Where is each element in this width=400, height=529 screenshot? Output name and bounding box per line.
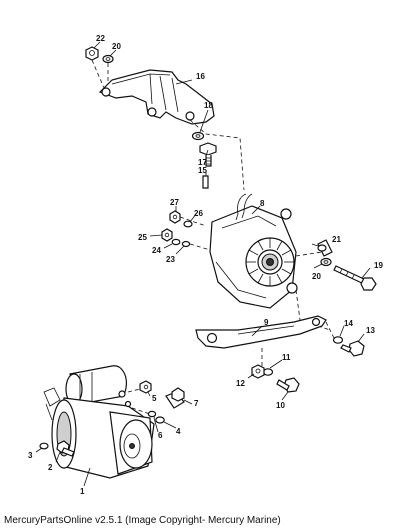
- washer-6[interactable]: [147, 410, 157, 418]
- callout-27: 27: [170, 198, 179, 207]
- mounting-bracket-16[interactable]: [98, 69, 215, 125]
- callout-8: 8: [260, 199, 265, 208]
- assembly-line-top: [91, 59, 245, 191]
- callout-17: 17: [198, 158, 207, 167]
- callout-4: 4: [176, 427, 181, 436]
- alternator-8[interactable]: [209, 193, 298, 309]
- callout-23: 23: [166, 255, 175, 264]
- washer-4[interactable]: [155, 416, 165, 424]
- washer-20-right[interactable]: [320, 257, 332, 267]
- bolt-13[interactable]: [340, 340, 365, 357]
- callout-14: 14: [344, 319, 353, 328]
- spacer-21[interactable]: [317, 239, 333, 257]
- callout-1: 1: [80, 487, 85, 496]
- callout-15: 15: [198, 166, 207, 175]
- alternator-fan-fins: [246, 238, 294, 286]
- washer-23[interactable]: [181, 240, 191, 248]
- washer-26[interactable]: [183, 220, 193, 228]
- bolt-19[interactable]: [333, 265, 377, 291]
- callout-20: 20: [112, 42, 121, 51]
- callout-25: 25: [138, 233, 147, 242]
- callout-18: 18: [204, 101, 213, 110]
- washer-24[interactable]: [171, 238, 181, 246]
- washer-20-top[interactable]: [102, 54, 114, 64]
- callout-21: 21: [332, 235, 341, 244]
- callout-5: 5: [152, 394, 157, 403]
- callout-22: 22: [96, 34, 105, 43]
- assembly-line-starter: [127, 387, 159, 421]
- hex-nut-22[interactable]: [85, 46, 99, 61]
- callout-12: 12: [236, 379, 245, 388]
- callout-7: 7: [194, 399, 199, 408]
- washer-18[interactable]: [191, 131, 205, 141]
- callout-6: 6: [158, 431, 163, 440]
- washer-11[interactable]: [262, 368, 274, 376]
- callout-labels: 22 20 16 18 17 15 8 27 26 25 24 23 21 20…: [28, 34, 383, 496]
- callout-10: 10: [276, 401, 285, 410]
- callout-9: 9: [264, 318, 269, 327]
- starter-motor-1[interactable]: [43, 365, 155, 479]
- bolt-10[interactable]: [276, 377, 300, 393]
- leader-lines: [35, 41, 371, 487]
- nut-5[interactable]: [139, 380, 152, 394]
- adjusting-brace-9[interactable]: [195, 315, 327, 349]
- callout-3: 3: [28, 451, 33, 460]
- bolt-7[interactable]: [165, 387, 185, 409]
- callout-26: 26: [194, 209, 203, 218]
- image-copyright-caption: MercuryPartsOnline v2.5.1 (Image Copyrig…: [4, 515, 281, 526]
- washer-3[interactable]: [39, 442, 49, 450]
- callout-20-right: 20: [312, 272, 321, 281]
- bolt-2[interactable]: [56, 440, 75, 457]
- callout-24: 24: [152, 246, 161, 255]
- nut-27[interactable]: [169, 210, 181, 224]
- callout-19: 19: [374, 261, 383, 270]
- callout-16: 16: [196, 72, 205, 81]
- assembly-line-brace: [261, 321, 335, 366]
- bolt-17[interactable]: [199, 142, 217, 167]
- callout-11: 11: [282, 353, 291, 362]
- callout-13: 13: [366, 326, 375, 335]
- assembly-line-left: [179, 216, 211, 251]
- pin-15[interactable]: [202, 175, 209, 189]
- washer-14[interactable]: [332, 336, 344, 344]
- nut-25[interactable]: [161, 228, 173, 242]
- callout-2: 2: [48, 463, 53, 472]
- nut-12[interactable]: [251, 364, 265, 379]
